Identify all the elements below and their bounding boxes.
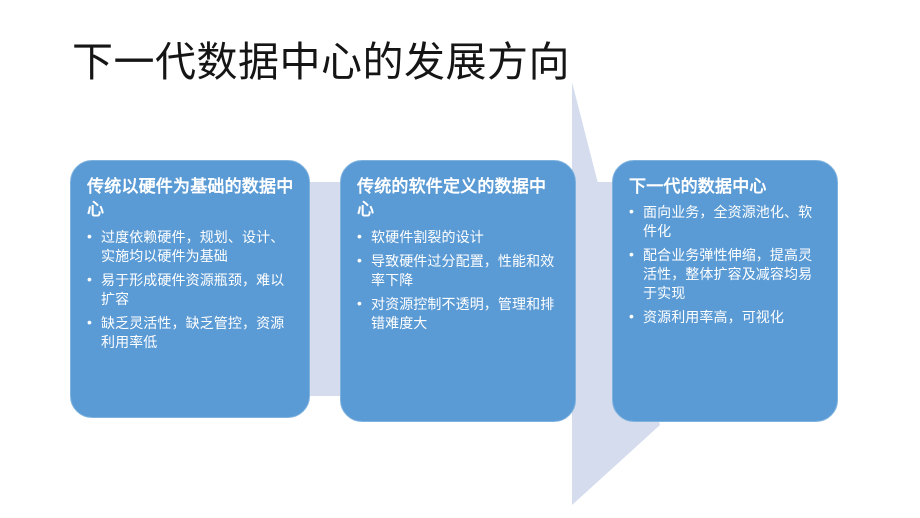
list-item: 易于形成硬件资源瓶颈，难以扩容: [87, 270, 295, 309]
list-item: 资源利用率高，可视化: [629, 307, 823, 327]
connector-shaft-1: [310, 182, 341, 396]
connector-shaft-2: [576, 182, 612, 404]
list-item: 配合业务弹性伸缩，提高灵活性，整体扩容及减容均易于实现: [629, 245, 823, 303]
list-item: 缺乏灵活性，缺乏管控，资源利用率低: [87, 313, 295, 352]
card-bullet-list: 面向业务，全资源池化、软件化 配合业务弹性伸缩，提高灵活性，整体扩容及减容均易于…: [629, 202, 823, 327]
card-traditional-hardware-based[interactable]: 传统以硬件为基础的数据中心 过度依赖硬件，规划、设计、实施均以硬件为基础 易于形…: [70, 160, 310, 418]
list-item: 过度依赖硬件，规划、设计、实施均以硬件为基础: [87, 227, 295, 266]
card-next-generation[interactable]: 下一代的数据中心 面向业务，全资源池化、软件化 配合业务弹性伸缩，提高灵活性，整…: [612, 160, 838, 422]
list-item: 对资源控制不透明，管理和排错难度大: [357, 294, 561, 333]
list-item: 导致硬件过分配置，性能和效率下降: [357, 251, 561, 290]
card-title: 传统以硬件为基础的数据中心: [87, 177, 294, 219]
card-title: 下一代的数据中心: [629, 177, 767, 196]
card-bullet-list: 软硬件割裂的设计 导致硬件过分配置，性能和效率下降 对资源控制不透明，管理和排错…: [357, 227, 561, 333]
list-item: 面向业务，全资源池化、软件化: [629, 202, 823, 241]
card-traditional-software-defined[interactable]: 传统的软件定义的数据中心 软硬件割裂的设计 导致硬件过分配置，性能和效率下降 对…: [340, 160, 576, 422]
card-title: 传统的软件定义的数据中心: [357, 177, 547, 219]
card-bullet-list: 过度依赖硬件，规划、设计、实施均以硬件为基础 易于形成硬件资源瓶颈，难以扩容 缺…: [87, 227, 295, 352]
list-item: 软硬件割裂的设计: [357, 227, 561, 247]
page-title: 下一代数据中心的发展方向: [72, 39, 570, 85]
